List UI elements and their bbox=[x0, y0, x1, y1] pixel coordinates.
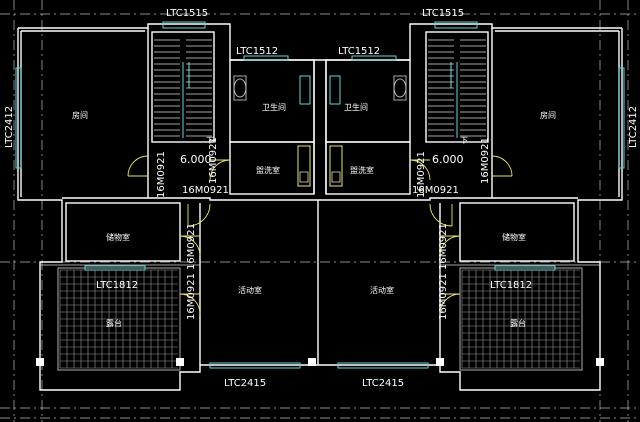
door-label-16m0921-d: 16M0921 bbox=[186, 223, 197, 270]
room-label-terrace-left: 露台 bbox=[106, 318, 122, 328]
doors bbox=[127, 155, 513, 315]
columns bbox=[36, 358, 604, 366]
door-label-16m0921-j: 16M0921 bbox=[438, 273, 449, 320]
stair-down-mark-right: 下 bbox=[460, 136, 468, 145]
room-label-washroom-right: 盥洗室 bbox=[350, 165, 374, 175]
window-label-ltc2412-left: LTC2412 bbox=[4, 106, 15, 148]
window-label-ltc1515-left: LTC1515 bbox=[166, 8, 208, 19]
door-label-16m0921-i: 16M0921 bbox=[438, 223, 449, 270]
room-label-activity-right: 活动室 bbox=[370, 285, 394, 295]
window-label-ltc2415-right: LTC2415 bbox=[362, 378, 404, 389]
room-label-terrace-right: 露台 bbox=[510, 318, 526, 328]
window-label-ltc1812-right: LTC1812 bbox=[490, 280, 532, 291]
door-label-16m0921-f: 16M0921 bbox=[416, 151, 427, 198]
stairs bbox=[154, 39, 486, 138]
terrace-hatch-right bbox=[461, 269, 580, 369]
stair-down-mark-left: 下 bbox=[206, 136, 214, 145]
window-label-ltc1512-left: LTC1512 bbox=[236, 46, 278, 57]
room-label-bedroom-right: 房间 bbox=[540, 110, 556, 120]
window-label-ltc1512-right: LTC1512 bbox=[338, 46, 380, 57]
window-label-ltc2415-left: LTC2415 bbox=[224, 378, 266, 389]
room-label-storage-right: 储物室 bbox=[502, 232, 526, 242]
room-label-bedroom-left: 房间 bbox=[72, 110, 88, 120]
room-label-storage-left: 储物室 bbox=[106, 232, 130, 242]
elevation-label-right: 6.000 bbox=[432, 153, 464, 166]
room-label-bathroom-left: 卫生间 bbox=[262, 102, 286, 112]
room-label-bathroom-right: 卫生间 bbox=[344, 102, 368, 112]
door-label-16m0921-h: 16M0921 bbox=[412, 185, 459, 196]
window-label-ltc1812-left: LTC1812 bbox=[96, 280, 138, 291]
window-label-ltc1515-right: LTC1515 bbox=[422, 8, 464, 19]
walls bbox=[17, 23, 623, 391]
fixtures bbox=[233, 75, 407, 187]
elevation-label-left: 6.000 bbox=[180, 153, 212, 166]
terrace-hatch-left bbox=[59, 269, 178, 369]
windows bbox=[15, 21, 625, 369]
labels: LTC1515 LTC1515 LTC1512 LTC1512 LTC2412 … bbox=[4, 8, 639, 389]
window-label-ltc2412-right: LTC2412 bbox=[628, 106, 639, 148]
door-label-16m0921-e: 16M0921 bbox=[186, 273, 197, 320]
door-label-16m0921-b: 16M0921 bbox=[208, 137, 219, 184]
room-label-activity-left: 活动室 bbox=[238, 285, 262, 295]
door-label-16m0921-a: 16M0921 bbox=[156, 151, 167, 198]
room-label-washroom-left: 盥洗室 bbox=[256, 165, 280, 175]
door-label-16m0921-c: 16M0921 bbox=[182, 185, 229, 196]
door-label-16m0921-g: 16M0921 bbox=[480, 137, 491, 184]
